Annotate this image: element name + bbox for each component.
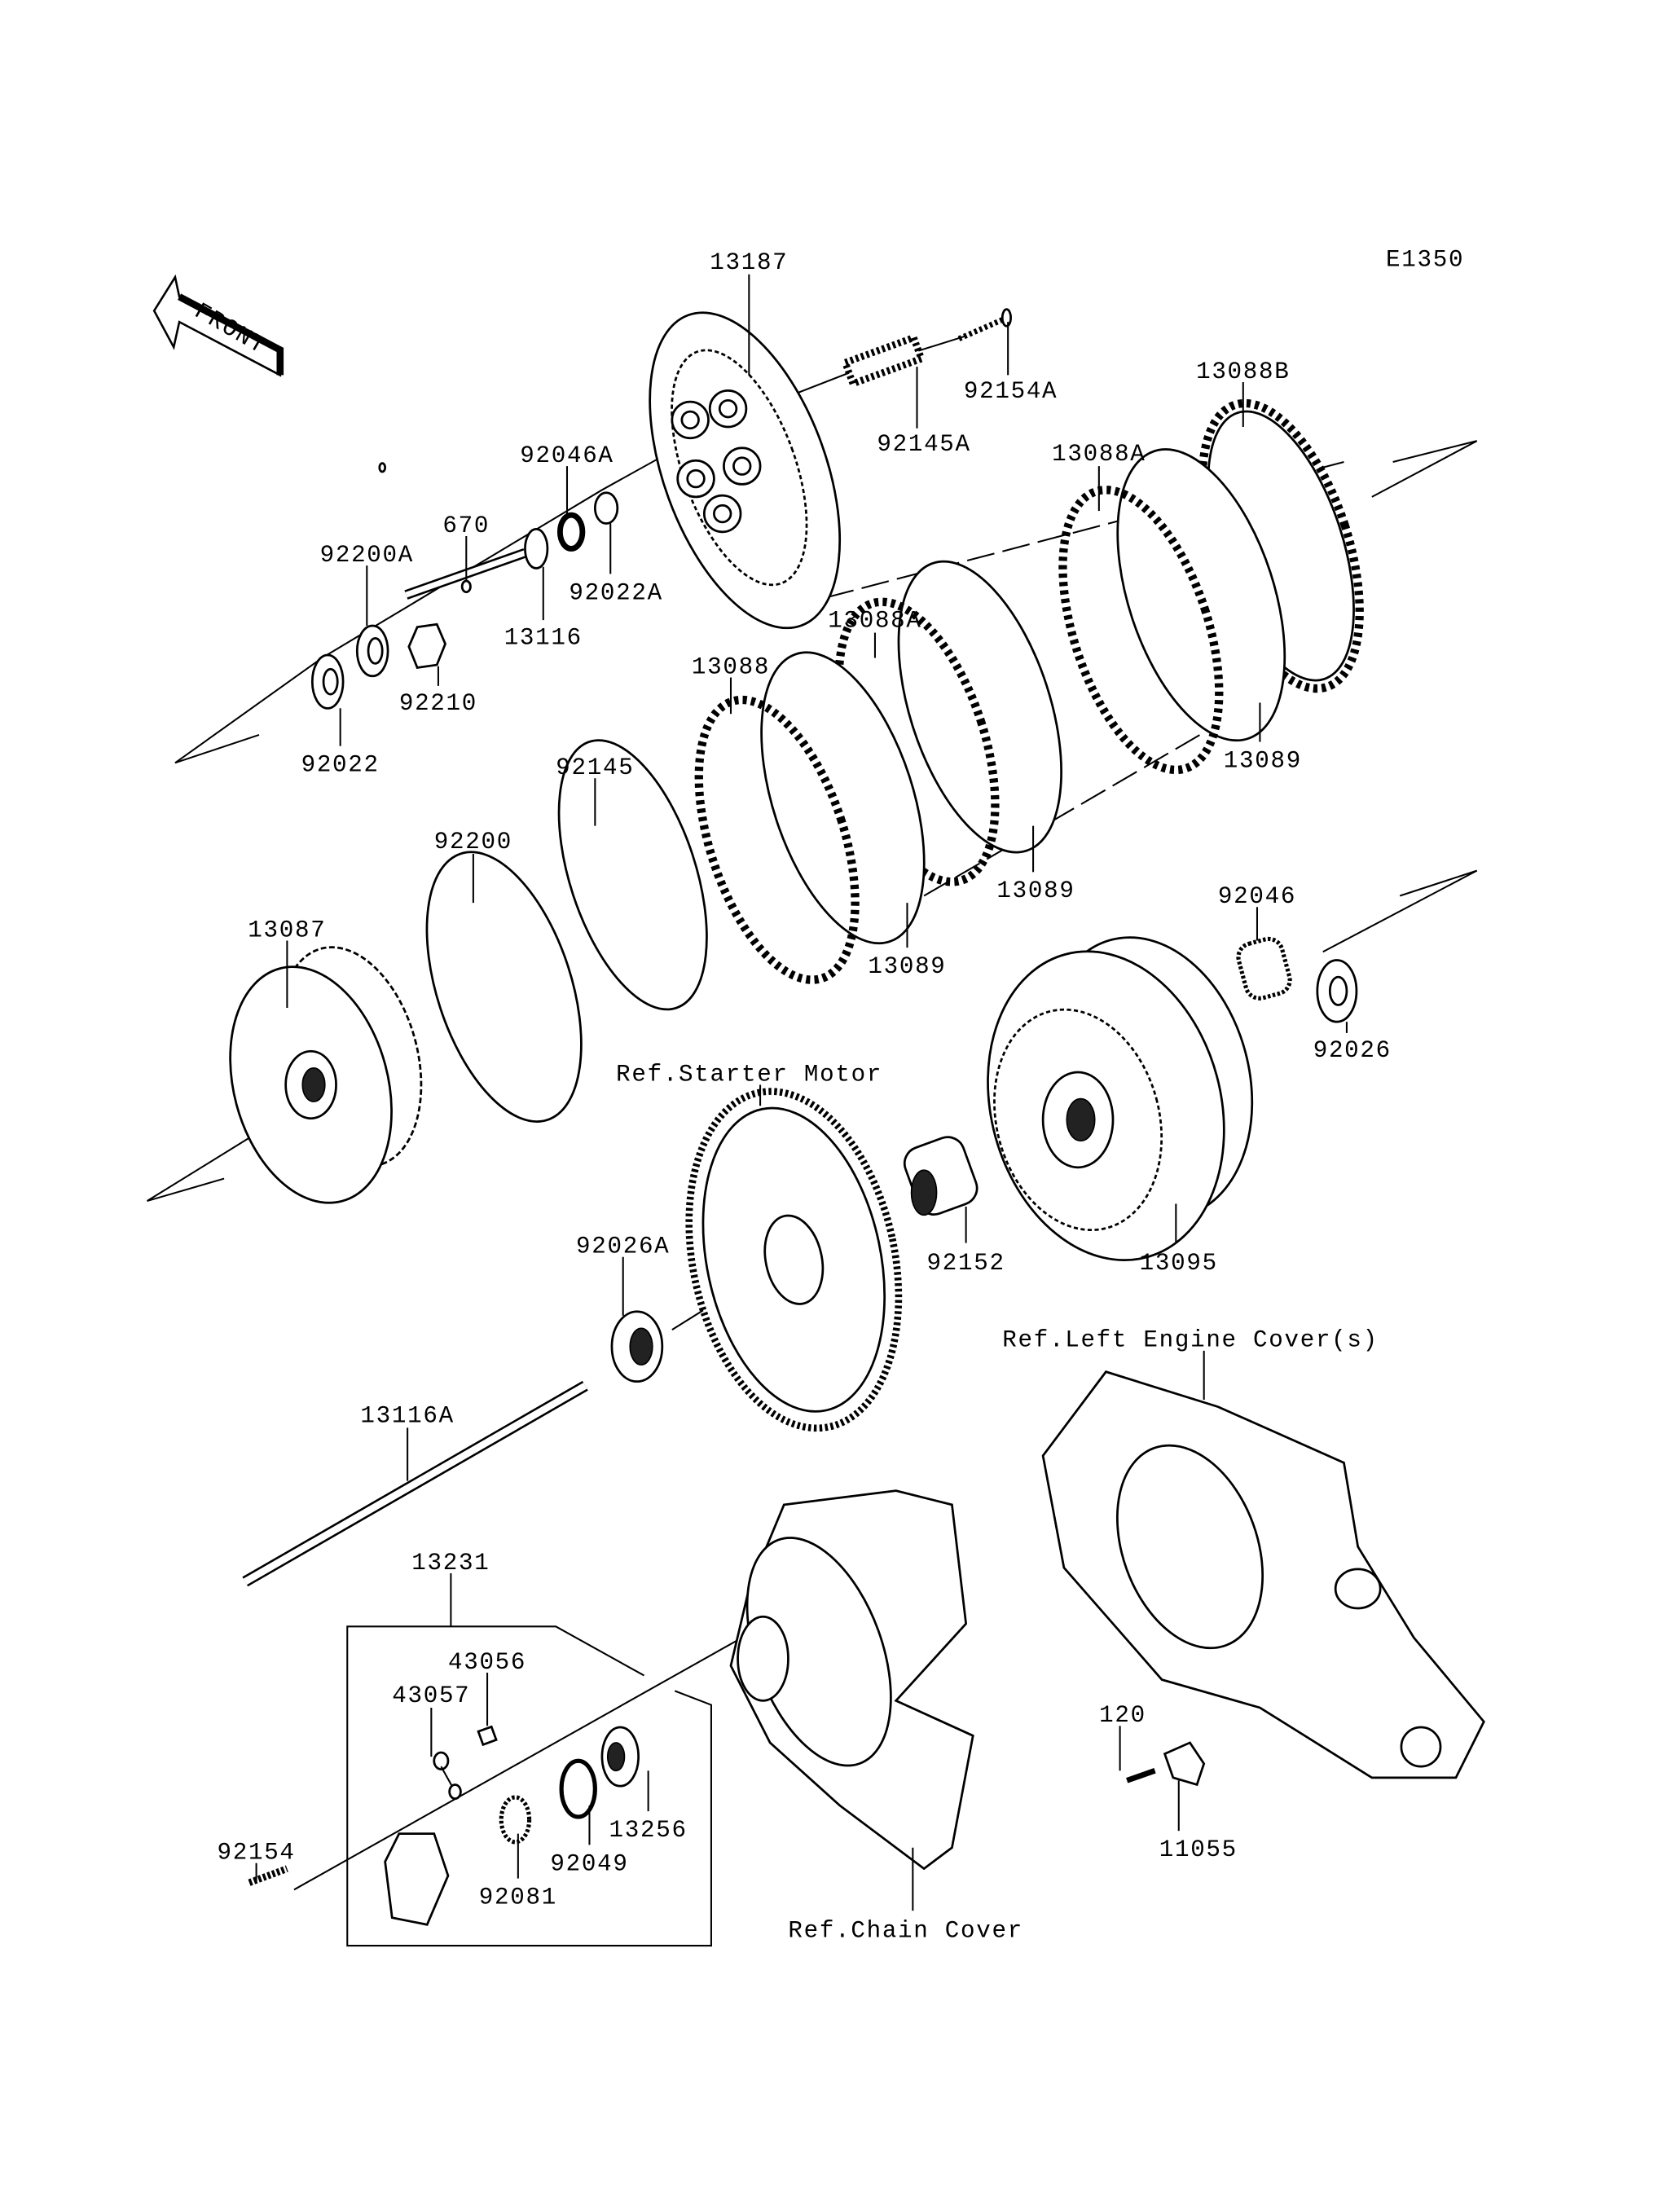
label-13116A: 13116A — [360, 1403, 454, 1430]
label-92145: 92145 — [556, 754, 634, 781]
nut-92210 — [407, 622, 447, 670]
label-92081: 92081 — [479, 1884, 557, 1911]
label-92154: 92154 — [218, 1840, 296, 1867]
label-92210: 92210 — [399, 690, 477, 717]
label-13231: 13231 — [411, 1550, 490, 1577]
label-92026: 92026 — [1313, 1037, 1392, 1064]
label-92145A: 92145A — [877, 431, 970, 458]
friction-plate-13088 — [694, 695, 860, 984]
label-13089-right: 13089 — [1224, 747, 1302, 774]
clutch-housing-13095 — [987, 936, 1254, 1262]
bolt-120 — [1126, 1768, 1156, 1783]
label-13087: 13087 — [248, 917, 326, 943]
label-13187: 13187 — [710, 249, 788, 276]
shaft-13116A — [242, 1380, 588, 1587]
label-13089-middle: 13089 — [996, 877, 1075, 904]
pressure-plate-13187 — [649, 311, 842, 630]
needle-bearing-92046 — [1236, 936, 1292, 1001]
ref-chain-cover: Ref.Chain Cover — [788, 1918, 1023, 1945]
label-92022: 92022 — [301, 752, 380, 779]
label-92049: 92049 — [550, 1850, 628, 1877]
ref-starter-motor: Ref.Starter Motor — [616, 1061, 882, 1088]
label-92200: 92200 — [434, 829, 512, 855]
label-13088A-upper: 13088A — [1052, 441, 1146, 468]
washer-92022A — [593, 491, 619, 525]
bracket-11055 — [1163, 1741, 1206, 1787]
bolt-92154A — [957, 308, 1012, 341]
ref-left-engine-cover: Ref.Left Engine Cover(s) — [1002, 1327, 1379, 1354]
front-arrow-icon: FRONT — [152, 274, 284, 377]
washer-92026A — [610, 1310, 664, 1383]
label-13088B: 13088B — [1196, 358, 1290, 385]
left-engine-cover — [1041, 1370, 1485, 1779]
friction-plate-13088B — [1198, 398, 1364, 693]
label-13088A-lower: 13088A — [828, 608, 921, 635]
label-92046: 92046 — [1218, 883, 1296, 910]
slave-cylinder-parts — [248, 1725, 640, 1926]
label-13089-left: 13089 — [868, 953, 946, 980]
label-670: 670 — [442, 512, 490, 539]
label-92022A: 92022A — [569, 579, 662, 606]
leader-lines — [255, 274, 1348, 1911]
starter-gear — [685, 1088, 903, 1432]
label-92200A: 92200A — [320, 542, 414, 569]
clutch-hub-13087 — [229, 946, 423, 1204]
assembly-box-13231 — [346, 1625, 712, 1947]
label-92154A: 92154A — [964, 378, 1058, 405]
steel-plate-13089-2 — [897, 560, 1062, 854]
label-43057: 43057 — [392, 1682, 470, 1709]
label-13088: 13088 — [692, 653, 770, 680]
diagram-code: E1350 — [1386, 246, 1464, 273]
bearing-92046A — [556, 512, 586, 552]
ring-92145 — [557, 739, 708, 1011]
o-ring-670 — [460, 579, 472, 594]
label-120: 120 — [1099, 1702, 1146, 1729]
label-43056: 43056 — [448, 1649, 526, 1676]
ring-92200 — [425, 851, 583, 1123]
label-11055: 11055 — [1159, 1836, 1238, 1863]
steel-plate-13089-1 — [1116, 448, 1286, 742]
label-92046A: 92046A — [520, 442, 614, 469]
label-13116: 13116 — [504, 624, 583, 651]
chain-cover — [729, 1489, 974, 1871]
sleeve-92152 — [903, 1136, 979, 1216]
label-13256: 13256 — [609, 1817, 688, 1844]
friction-plate-13088A-1 — [1058, 486, 1224, 775]
label-92026A: 92026A — [576, 1234, 670, 1260]
seal-92049 — [559, 1758, 597, 1819]
label-13095: 13095 — [1140, 1250, 1218, 1277]
label-92152: 92152 — [927, 1250, 1005, 1277]
steel-plate-13089-3 — [760, 651, 926, 945]
spring-92145A — [840, 332, 926, 389]
